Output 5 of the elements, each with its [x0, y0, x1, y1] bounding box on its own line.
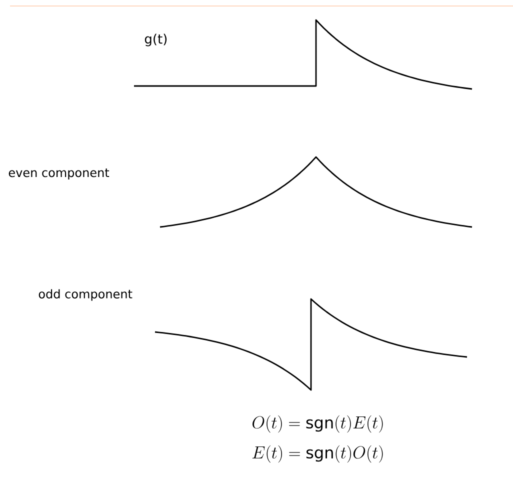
formula: $O(t) = \operatorname{sgn}(t)E(t)$: [252, 415, 383, 433]
formula: $E(t) = \operatorname{sgn}(t)O(t)$: [252, 445, 383, 463]
graph-label: odd component: [38, 289, 132, 301]
axis-label: g(t): [144, 34, 167, 46]
graph-label: even component: [8, 168, 110, 180]
